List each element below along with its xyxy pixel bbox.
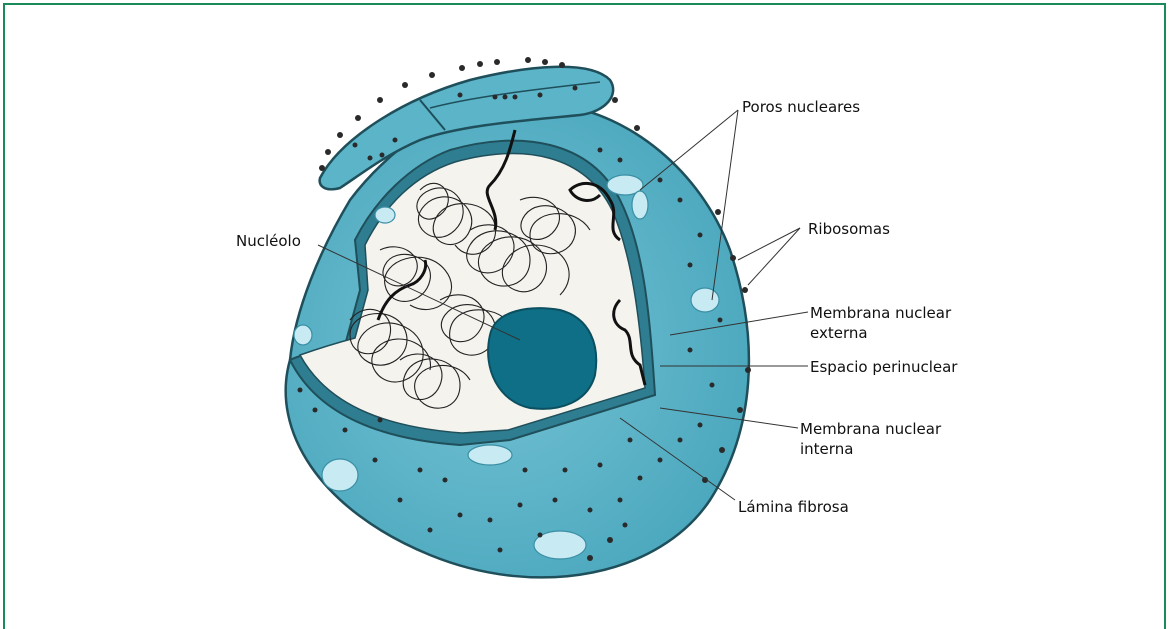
nucleolus	[488, 308, 596, 409]
label-poros-nucleares: Poros nucleares	[742, 98, 860, 116]
label-ribosomas: Ribosomas	[808, 220, 890, 238]
label-membrana-interna-line1: Membrana nuclear	[800, 420, 942, 438]
label-nucleolo: Nucléolo	[236, 232, 301, 250]
label-espacio-perinuclear: Espacio perinuclear	[810, 358, 958, 376]
label-membrana-externa-line1: Membrana nuclear	[810, 304, 952, 322]
label-membrana-interna-line2: interna	[800, 440, 853, 458]
label-membrana-externa-line2: externa	[810, 324, 868, 342]
label-lamina-fibrosa: Lámina fibrosa	[738, 498, 849, 516]
